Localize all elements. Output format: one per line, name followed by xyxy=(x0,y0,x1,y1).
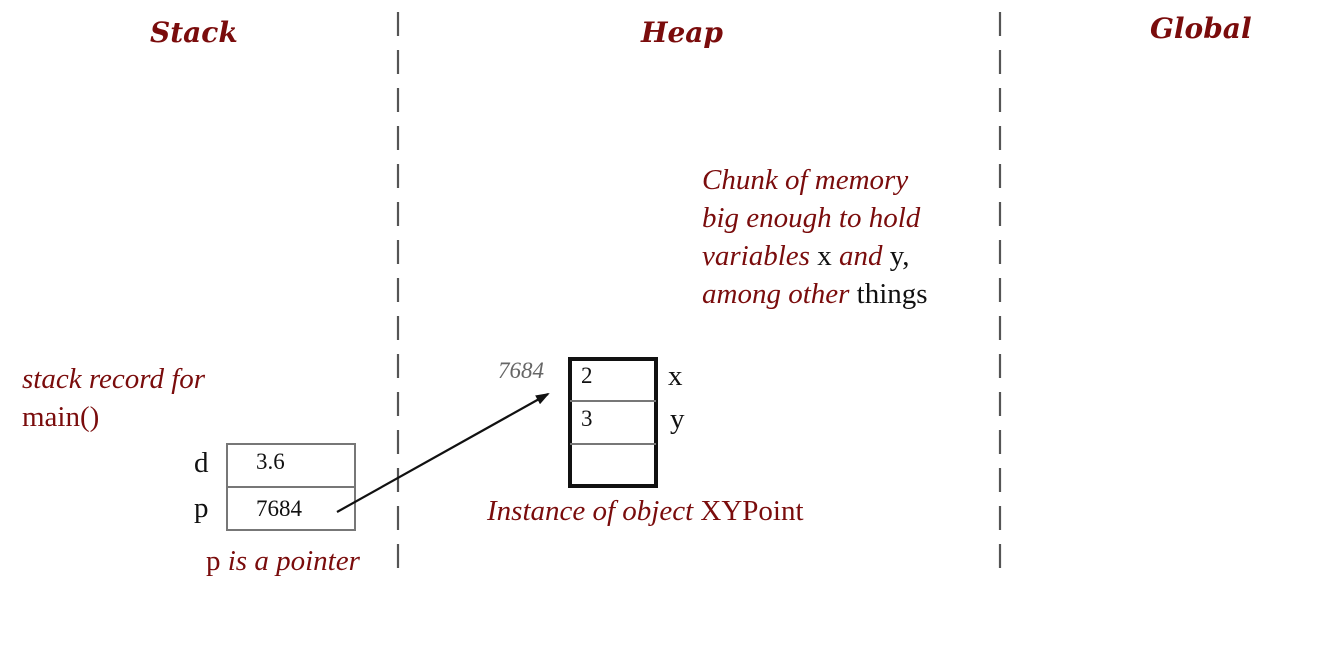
heap-field-name-y: y xyxy=(670,403,685,435)
heap-field-value-y: 3 xyxy=(581,406,593,431)
stack-var-value-d: 3.6 xyxy=(256,449,285,474)
chunk-note-line-2: big enough to hold xyxy=(702,202,921,234)
stack-cell-p xyxy=(226,486,356,531)
pointer-note: p is a pointer xyxy=(206,542,360,580)
stack-record-line-1: stack record for xyxy=(22,363,206,395)
stack-var-value-p: 7684 xyxy=(256,496,302,521)
chunk-note-text: variables xyxy=(702,240,818,272)
chunk-note-var-y: y, xyxy=(889,240,910,272)
chunk-note-line-3: variables x and y, xyxy=(702,237,928,275)
heap-header: Heap xyxy=(641,16,723,49)
heap-field-name-x: x xyxy=(668,360,683,392)
global-header: Global xyxy=(1150,12,1252,45)
stack-cell-d xyxy=(226,443,356,488)
chunk-note-var-x: x xyxy=(817,240,832,272)
heap-object-outline xyxy=(568,357,658,488)
heap-caption-text: Instance of object xyxy=(487,495,701,527)
chunk-note-line-1: Chunk of memory xyxy=(702,164,909,196)
heap-field-value-x: 2 xyxy=(581,363,593,388)
stack-var-name-p: p xyxy=(194,492,209,524)
heap-object-address: 7684 xyxy=(498,358,544,383)
chunk-note: Chunk of memory big enough to hold varia… xyxy=(702,161,928,313)
chunk-note-things: things xyxy=(856,278,928,310)
stack-record-line-2: main() xyxy=(22,401,100,433)
stack-record-label: stack record for main() xyxy=(22,360,205,436)
heap-caption-type: XYPoint xyxy=(700,495,804,527)
stack-header: Stack xyxy=(150,16,238,49)
stack-var-name-d: d xyxy=(194,447,209,479)
pointer-note-text: is a pointer xyxy=(220,545,360,577)
pointer-arrow xyxy=(336,393,550,513)
chunk-note-text: among other xyxy=(702,278,857,310)
chunk-note-line-4: among other things xyxy=(702,275,928,313)
pointer-note-var: p xyxy=(206,545,221,577)
chunk-note-text: and xyxy=(831,240,890,272)
heap-object-caption: Instance of object XYPoint xyxy=(487,492,804,530)
